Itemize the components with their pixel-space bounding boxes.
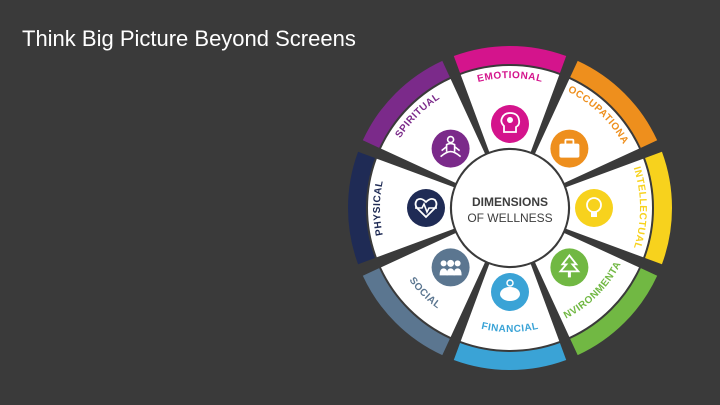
lightbulb-icon [575,189,613,227]
slide-title: Think Big Picture Beyond Screens [22,26,356,51]
wheel-center-title: DIMENSIONS [472,195,548,209]
briefcase-icon [550,129,589,168]
wellness-wheel: EMOTIONALOCCUPATIONALINTELLECTUALENVIRON… [340,30,672,370]
wheel-center [452,150,568,266]
wheel-center-subtitle: OF WELLNESS [467,211,552,225]
segment-band-spiritual [362,60,450,148]
heartbeat-icon [407,189,445,227]
segment-band-intellectual [645,151,672,265]
segment-band-financial [453,343,567,370]
piggy-bank-icon [491,273,529,311]
brain-icon [491,105,529,143]
tree-icon [550,248,589,287]
segment-band-social [362,268,450,356]
segment-band-environmental [570,268,658,356]
people-icon [431,248,470,287]
segment-label-financial: FINANCIAL [480,321,539,335]
segment-band-physical [348,151,375,265]
segment-band-emotional [453,46,567,73]
segment-band-occupational [570,60,658,148]
meditation-icon [431,129,470,168]
segment-label-physical: PHYSICAL [372,179,386,236]
